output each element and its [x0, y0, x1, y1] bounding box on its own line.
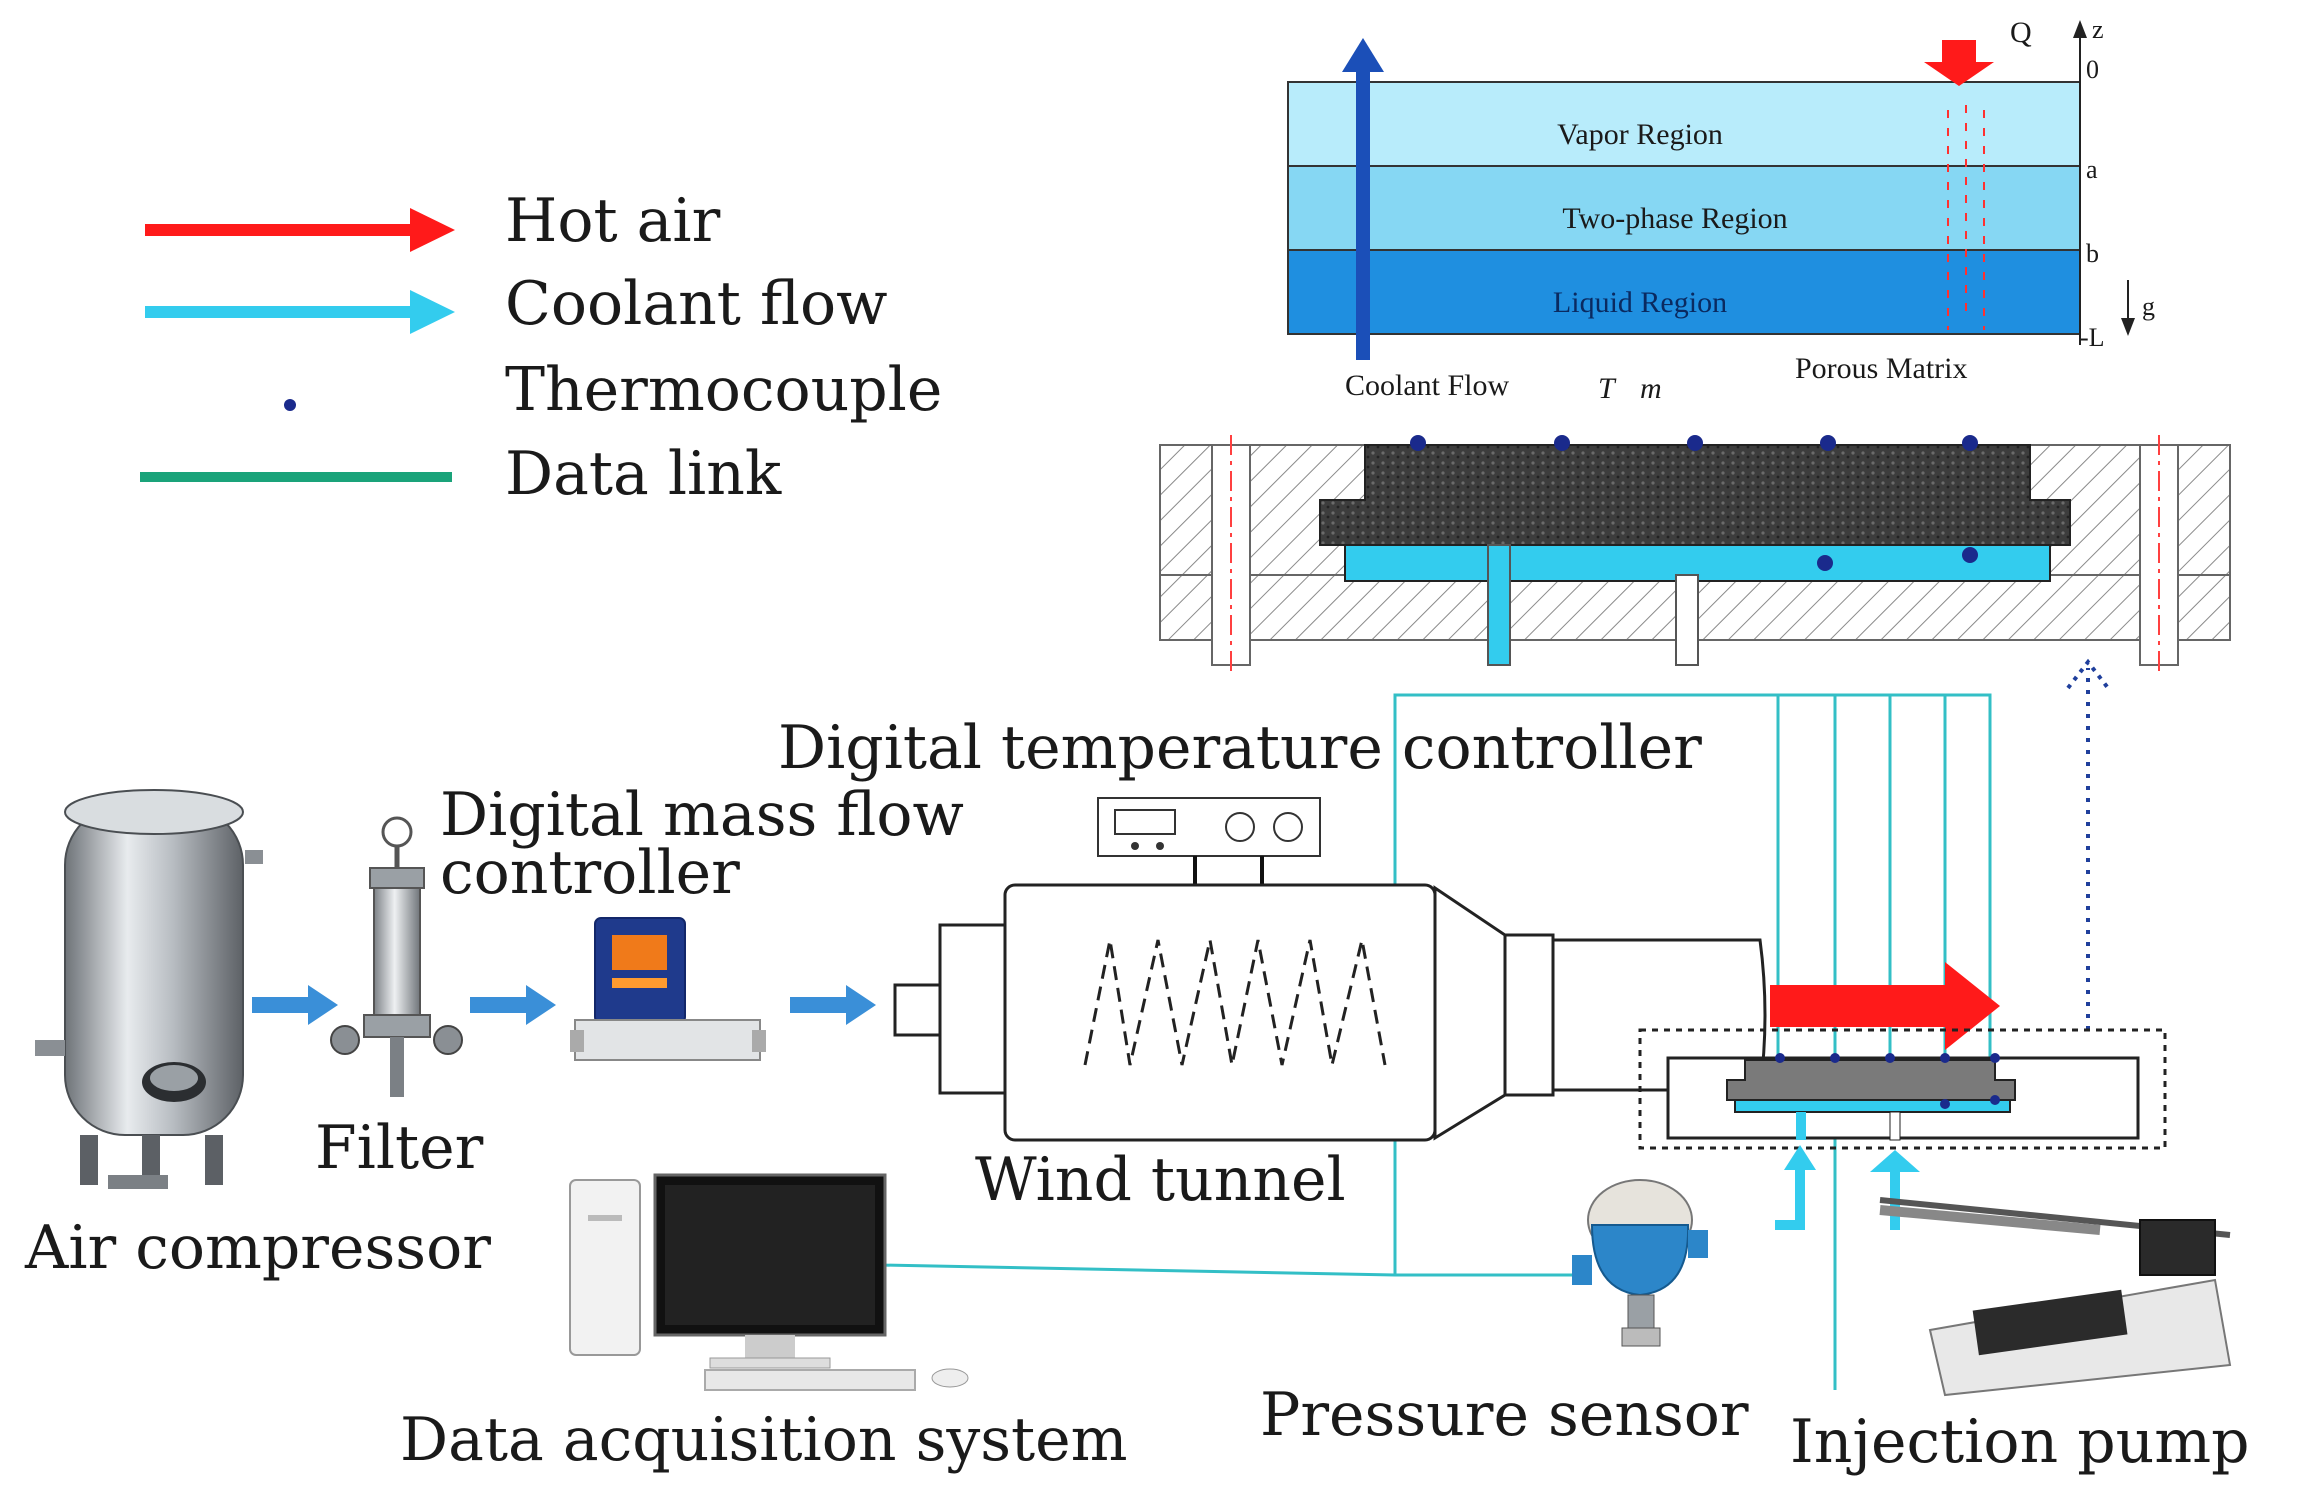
mass-flow-controller	[570, 917, 766, 1061]
gravity-label: g	[2142, 292, 2155, 321]
coolant-inlet-center	[1675, 574, 1699, 666]
porous-trace-lines	[1947, 105, 1985, 330]
legend-coolant-flow-label: Coolant flow	[505, 269, 887, 339]
heat-flux-label: Q	[2010, 16, 2032, 49]
porous-matrix-caption: Porous Matrix	[1795, 352, 1968, 385]
coolant-inlet-arrow-icon	[1784, 1145, 1816, 1170]
axis-tick-zero: 0	[2086, 55, 2099, 84]
wind-tunnel	[893, 883, 1767, 1142]
heater-coil	[1083, 939, 1387, 1066]
legend-coolant-flow: Coolant flow	[145, 269, 887, 339]
legend-thermocouple-label: Thermocouple	[505, 355, 942, 425]
z-axis-label: z	[2092, 15, 2104, 44]
thermocouple-dot-icon	[284, 399, 296, 411]
legend-thermocouple: Thermocouple	[284, 355, 942, 425]
coolant-temp-symbol: T	[1598, 372, 1617, 405]
filter	[330, 816, 463, 1097]
mass-flow-controller-label-line1: Digital mass flow	[440, 780, 964, 850]
filter-label: Filter	[315, 1113, 484, 1183]
wind-tunnel-label: Wind tunnel	[975, 1145, 1346, 1215]
legend-data-link-label: Data link	[505, 439, 782, 509]
coolant-flow-caption: Coolant Flow	[1345, 369, 1510, 402]
pressure-sensor-label: Pressure sensor	[1260, 1380, 1749, 1450]
hot-air-arrow-icon	[1770, 962, 2000, 1050]
temperature-controller-label: Digital temperature controller	[778, 713, 1702, 783]
mini-test-section	[1638, 1028, 2167, 1150]
zoom-link-dotted	[2066, 658, 2110, 1030]
coolant-mass-symbol: m	[1640, 372, 1662, 405]
porous-matrix-block	[1319, 444, 2071, 546]
z-axis	[2073, 20, 2087, 345]
axis-tick-b: b	[2086, 239, 2099, 268]
two-phase-region-label: Two-phase Region	[1562, 202, 1787, 235]
coolant-inlet-left	[1487, 544, 1511, 666]
injection-pump	[1879, 1197, 2232, 1397]
air-compressor	[35, 789, 263, 1189]
pressure-sensor	[1572, 1179, 1708, 1347]
legend-hot-air-label: Hot air	[505, 186, 721, 256]
legend-hot-air: Hot air	[145, 186, 721, 256]
axis-tick-neg-l: -L	[2080, 323, 2105, 352]
injection-pump-label: Injection pump	[1790, 1407, 2250, 1477]
thermocouple-points	[1410, 435, 1978, 571]
legend: Hot air Coolant flow Thermocouple Data l…	[140, 186, 942, 509]
test-section-cross-section	[1159, 435, 2231, 675]
gravity-arrow-icon	[2121, 280, 2135, 336]
heat-flux-arrow-icon	[1924, 40, 1994, 86]
legend-data-link: Data link	[140, 439, 782, 509]
liquid-region-label: Liquid Region	[1553, 286, 1727, 319]
air-compressor-label: Air compressor	[24, 1213, 491, 1283]
axis-tick-a: a	[2086, 155, 2098, 184]
coolant-inlet-arrow-icon-2	[1870, 1150, 1920, 1172]
coolant-flow-arrow-icon	[1342, 38, 1384, 360]
region-schematic: Vapor Region Two-phase Region Liquid Reg…	[1287, 15, 2155, 405]
data-acquisition-label: Data acquisition system	[400, 1405, 1128, 1475]
data-acquisition-system	[569, 1173, 969, 1391]
vapor-region-label: Vapor Region	[1557, 118, 1723, 151]
coolant-flow-arrows-upstream	[252, 985, 876, 1025]
mass-flow-controller-label-line2: controller	[440, 838, 740, 908]
